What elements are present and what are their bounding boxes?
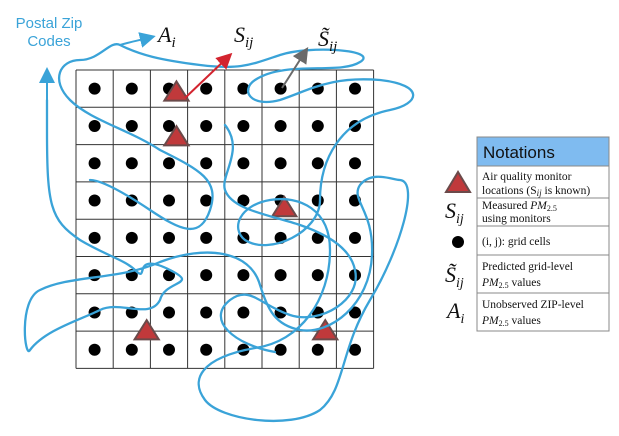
grid-cell-dot	[311, 194, 324, 207]
notation-row-4-line2: PM2.5 values	[481, 277, 541, 290]
grid-cell-dot	[311, 157, 324, 170]
notations-header: Notations	[483, 143, 555, 162]
s-ij-arrow	[184, 52, 233, 99]
grid-cell-dot	[163, 343, 175, 356]
grid-cell-dot	[237, 82, 250, 95]
grid-cell-dot	[200, 269, 213, 282]
grid-cell-dot	[311, 269, 324, 282]
grid-cell-dot	[125, 119, 138, 132]
grid-cell-dot	[163, 157, 175, 170]
grid-cell-dot	[237, 269, 250, 282]
grid-cell-dot	[88, 157, 101, 170]
grid-cell-dot	[163, 231, 175, 244]
monitor-triangle	[270, 195, 299, 218]
grid-cell-dot	[200, 306, 213, 319]
grid-cell-dot	[88, 343, 101, 356]
grid-cell-legend-dot	[452, 236, 464, 248]
grid-cell-dot	[200, 157, 213, 170]
grid-cell-dot	[200, 119, 213, 132]
monitor-triangle	[162, 79, 191, 102]
zip-boundary-curve	[23, 43, 415, 422]
notation-row-2-cell	[476, 197, 610, 227]
grid-cell-dot	[237, 119, 250, 132]
a-i-arrow	[119, 32, 156, 48]
grid-cell-dot	[200, 194, 213, 207]
s-tilde-ij-symbol: S̃ij	[318, 26, 337, 55]
notation-row-4-cell	[476, 254, 610, 294]
grid-cell-dot	[200, 231, 213, 244]
grid-cell-dot	[163, 119, 175, 132]
grid-cell-dot	[88, 269, 101, 282]
notation-row-3-line1: (i, j): grid cells	[482, 236, 551, 248]
notation-row-2-line2: using monitors	[482, 213, 551, 225]
monitor-legend-icon	[444, 170, 472, 193]
notation-row-5-cell	[476, 292, 610, 332]
grid-cell-dot	[163, 194, 175, 207]
grid-cell-dot	[237, 194, 250, 207]
notation-row-3-cell	[476, 225, 610, 256]
notations-table: Notations Air quality monitor locations …	[444, 136, 610, 332]
notation-row-5-line1: Unobserved ZIP-level	[482, 299, 584, 311]
grid-cell-dot	[125, 157, 138, 170]
a-i-legend-symbol: Ai	[445, 298, 464, 327]
notation-row-1-line2: locations (Sij is known)	[482, 185, 590, 198]
s-ij-legend-symbol: Sij	[445, 198, 464, 227]
grid-cell-dot	[349, 231, 361, 244]
grid-cell-dot	[125, 82, 138, 95]
grid-cell-dot	[311, 343, 324, 356]
notation-row-1-line1: Air quality monitor	[482, 171, 572, 183]
s-ij-symbol: Sij	[234, 22, 253, 51]
grid-cell-dot	[237, 306, 250, 319]
monitor-markers	[132, 79, 340, 341]
postal-zip-label-line2: Codes	[27, 33, 70, 50]
postal-zip-label-line1: Postal Zip	[16, 15, 83, 32]
notation-row-4-line1: Predicted grid-level	[482, 261, 573, 273]
grid-cell-dot	[349, 343, 361, 356]
grid-cell-dot	[88, 119, 101, 132]
monitor-triangle	[162, 124, 191, 147]
grid	[75, 69, 375, 369]
monitor-triangle	[132, 318, 161, 341]
grid-cell-dot	[200, 82, 213, 95]
grid-cell-dot	[274, 119, 287, 132]
a-i-symbol: Ai	[156, 22, 176, 51]
grid-cell-dot	[274, 157, 287, 170]
grid-cell-dot	[163, 306, 175, 319]
grid-cell-dot	[125, 343, 138, 356]
notation-row-5-line2: PM2.5 values	[481, 315, 541, 328]
grid-cell-dot	[274, 343, 287, 356]
zip-boundary-curve-2	[219, 123, 357, 354]
grid-cell-dot	[200, 343, 213, 356]
grid-cell-dot	[274, 269, 287, 282]
grid-cell-dot	[311, 119, 324, 132]
grid-cell-dot	[349, 157, 361, 170]
notation-row-2-line1: Measured PM2.5	[482, 200, 557, 213]
grid-cell-dot	[237, 157, 250, 170]
grid-cell-dot	[125, 231, 138, 244]
grid-cell-dot	[88, 194, 101, 207]
grid-cell-dot	[349, 306, 361, 319]
grid-cell-dot	[88, 231, 101, 244]
grid-cell-dot	[349, 82, 361, 95]
s-tilde-ij-legend-symbol: S̃ij	[445, 262, 464, 291]
s-tilde-ij-arrow	[281, 46, 309, 89]
grid-cell-dot	[88, 82, 101, 95]
